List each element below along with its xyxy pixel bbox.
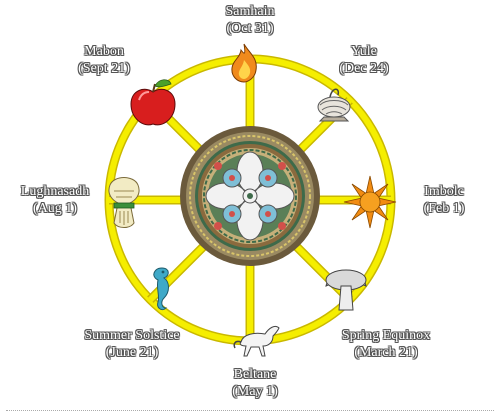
sabbat-label-yule: Yule (Dec 24) (294, 43, 434, 77)
sabbat-label-spring-equinox: Spring Equinox (March 21) (316, 327, 456, 361)
sabbat-label-imbolc: Imbolc (Feb 1) (374, 183, 500, 217)
sabbat-date: (Oct 31) (226, 21, 274, 36)
wheat-sheaf-icon (108, 177, 140, 228)
fire-icon (231, 43, 257, 83)
sabbat-name: Yule (351, 44, 377, 59)
mushroom-icon (325, 269, 367, 311)
sabbat-label-beltane: Beltane (May 1) (185, 366, 325, 400)
sun-icon (343, 175, 397, 229)
sabbat-date: (Feb 1) (423, 201, 465, 216)
sabbat-name: Imbolc (424, 184, 464, 199)
sabbat-date: (Aug 1) (33, 201, 77, 216)
sabbat-name: Lughnasadh (20, 184, 90, 199)
horse-icon (233, 325, 280, 357)
bottom-dotted-divider (6, 410, 494, 411)
sabbat-name: Spring Equinox (341, 328, 431, 343)
sabbat-date: (Sept 21) (78, 61, 130, 76)
sabbat-label-samhain: Samhain (Oct 31) (180, 3, 320, 37)
sabbat-label-mabon: Mabon (Sept 21) (34, 43, 174, 77)
seahorse-icon (153, 267, 169, 311)
wheel-hub (180, 126, 320, 266)
sabbat-date: (May 1) (232, 384, 278, 399)
sabbat-name: Mabon (84, 44, 124, 59)
sabbat-date: (Dec 24) (339, 61, 389, 76)
sabbat-date: (June 21) (105, 345, 159, 360)
sabbat-label-lughnasadh: Lughnasadh (Aug 1) (0, 183, 125, 217)
hub-rosette (205, 151, 295, 241)
sabbat-name: Beltane (233, 367, 277, 382)
sabbat-label-summer-solstice: Summer Solstice (June 21) (62, 327, 202, 361)
apple-icon (130, 79, 176, 126)
sabbat-name: Summer Solstice (84, 328, 180, 343)
sabbat-name: Samhain (225, 4, 275, 19)
sabbat-date: (March 21) (354, 345, 418, 360)
yule-log-icon (317, 88, 351, 122)
